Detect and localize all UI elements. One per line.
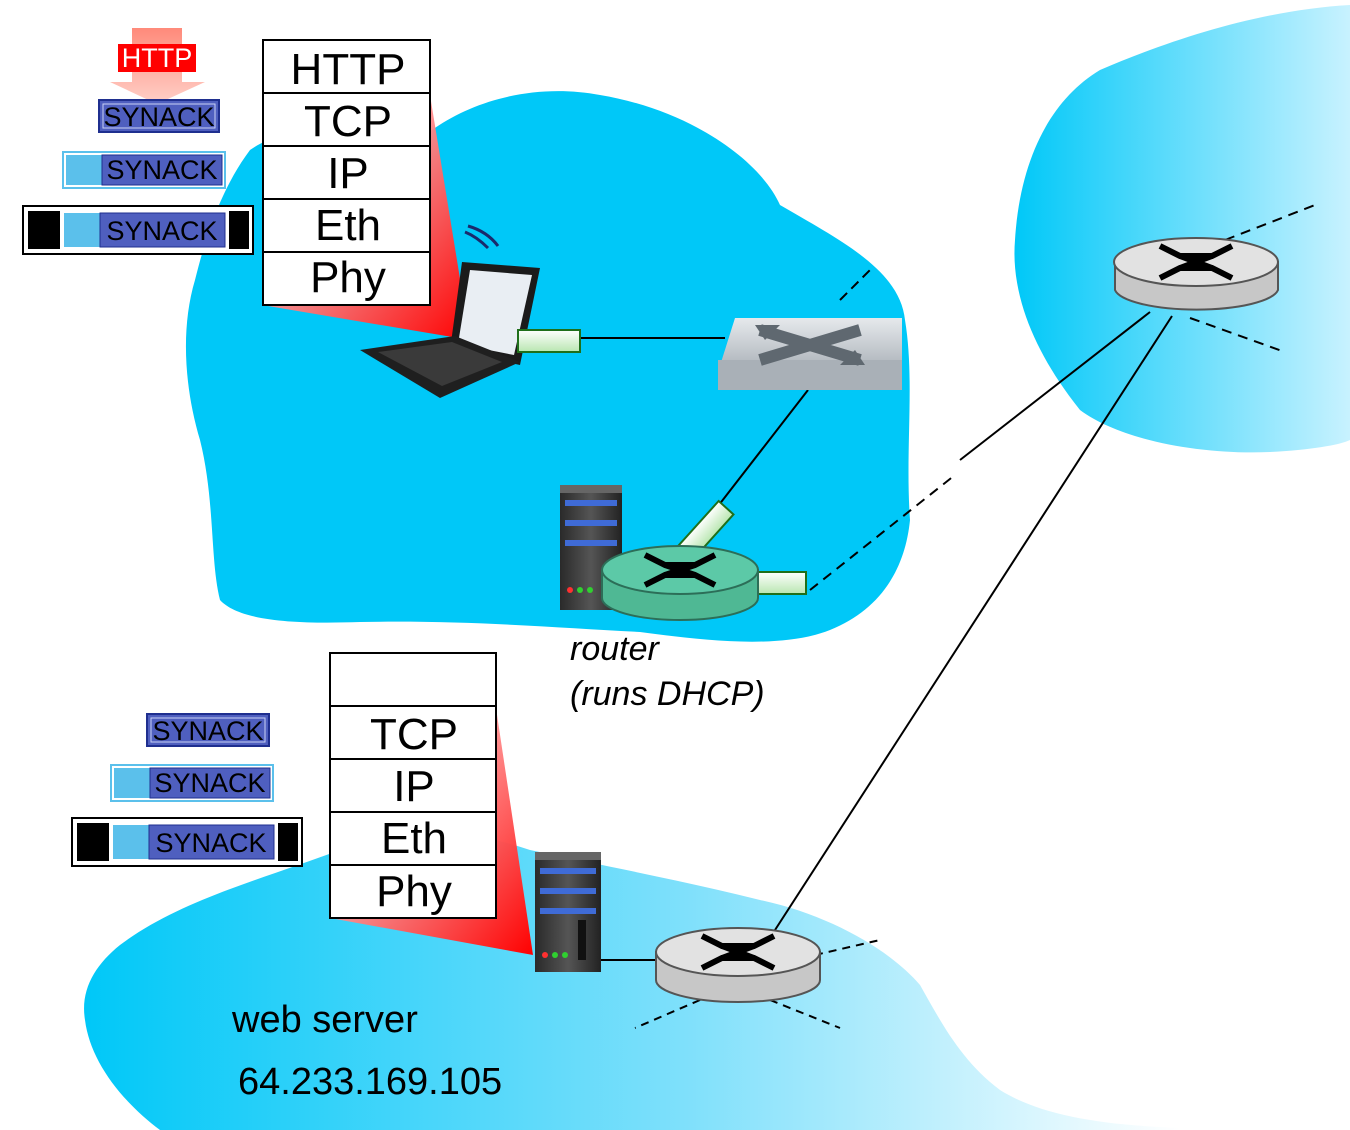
client-synack-datagram: SYNACK — [62, 151, 226, 189]
web-server-label: web server — [231, 999, 418, 1041]
client-synack-frame: SYNACK — [22, 205, 254, 255]
server-side-router-icon — [655, 927, 821, 1003]
remote-router-icon — [1113, 237, 1279, 311]
client-layer-eth: Eth — [315, 201, 381, 250]
server-synack-label-2: SYNACK — [154, 768, 265, 798]
server-layer-ip: IP — [393, 762, 435, 811]
remote-network-cloud — [1014, 5, 1350, 453]
link-server-router-dashed-c — [634, 999, 701, 1029]
client-synack-segment: SYNACK — [98, 99, 220, 133]
client-synack-label-1: SYNACK — [103, 102, 214, 132]
server-layer-tcp: TCP — [370, 710, 458, 759]
client-protocol-stack: HTTP TCP IP Eth Phy — [262, 39, 431, 306]
server-layer-eth: Eth — [381, 814, 447, 863]
client-http-label: HTTP — [122, 43, 193, 73]
link-switch-router — [714, 389, 809, 511]
server-synack-label-3: SYNACK — [155, 828, 266, 858]
web-server-ip: 64.233.169.105 — [238, 1061, 502, 1103]
server-synack-label-1: SYNACK — [152, 716, 263, 746]
client-layer-phy: Phy — [310, 253, 386, 302]
server-layer-phy: Phy — [376, 867, 452, 916]
server-synack-segment: SYNACK — [146, 713, 270, 747]
link-router-out-dashed — [809, 474, 956, 591]
router-label: router — [570, 630, 660, 668]
client-layer-http: HTTP — [291, 45, 406, 94]
web-server-icon — [535, 852, 601, 972]
link-server-router-dashed-a — [814, 939, 881, 956]
link-switch-out — [839, 269, 871, 301]
client-synack-label-2: SYNACK — [106, 155, 217, 185]
client-synack-label-3: SYNACK — [106, 216, 217, 246]
laptop-nic — [517, 329, 581, 353]
client-layer-ip: IP — [327, 149, 369, 198]
laptop-icon — [360, 224, 581, 398]
server-synack-datagram: SYNACK — [110, 764, 274, 802]
client-http-packet: HTTP — [110, 28, 205, 104]
client-layer-tcp: TCP — [304, 97, 392, 146]
server-synack-frame: SYNACK — [71, 817, 303, 867]
link-toward-remote — [959, 311, 1151, 461]
server-protocol-stack: TCP IP Eth Phy — [329, 652, 497, 919]
router-nic-right — [751, 571, 807, 595]
router-dhcp-label: (runs DHCP) — [570, 675, 765, 713]
local-router-icon — [601, 545, 759, 621]
link-server-router-to-remote — [774, 315, 1173, 931]
switch-icon — [718, 318, 902, 390]
link-server-router-dashed-b — [769, 999, 841, 1029]
